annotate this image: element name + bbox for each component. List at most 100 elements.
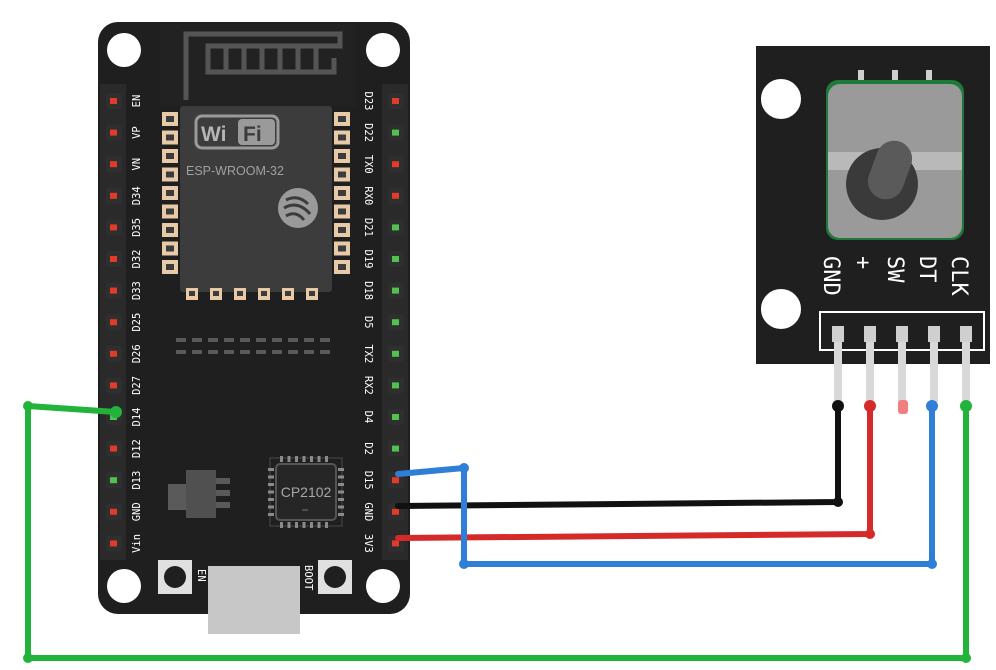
pin-right-d2[interactable]: D2 — [362, 440, 404, 457]
esp32-board: Wi Fi ESP-WROOM-32 CP2102 — [98, 22, 410, 634]
mounting-hole-top-right — [366, 33, 400, 67]
pin-label: GND — [131, 502, 143, 521]
wifi-logo-fi-bg — [238, 119, 275, 145]
pin-right-d5[interactable]: D5 — [362, 314, 404, 331]
pin-label: D4 — [362, 411, 374, 424]
pin-label: D34 — [131, 186, 143, 205]
module-pads — [162, 112, 350, 300]
pin-left-vn[interactable]: VN — [106, 156, 143, 173]
pin-label: D26 — [131, 344, 143, 363]
pin-right-d4[interactable]: D4 — [362, 409, 404, 425]
pin-right-tx2[interactable]: TX2 — [362, 344, 404, 363]
pin-right-rx0[interactable]: RX0 — [362, 186, 404, 205]
pin-label: 3V3 — [362, 534, 374, 553]
pin-label: Vin — [131, 534, 143, 553]
pin-left-d33[interactable]: D33 — [106, 281, 143, 300]
wire-joints — [23, 400, 972, 663]
pin-label: D33 — [131, 281, 143, 300]
encoder-pin-label: DT — [914, 256, 939, 283]
wires — [23, 400, 972, 663]
encoder-mount-hole-top — [759, 77, 803, 121]
boot-button-label: BOOT — [302, 565, 314, 591]
mounting-hole-bottom-left — [107, 569, 141, 603]
pin-label: EN — [131, 95, 143, 108]
boot-button[interactable] — [318, 560, 352, 594]
encoder-pin-vcc[interactable]: + — [850, 256, 876, 402]
pin-label: D19 — [362, 250, 374, 269]
pin-left-d12[interactable]: D12 — [106, 439, 143, 458]
pin-left-vin[interactable]: Vin — [106, 534, 143, 553]
en-button-label: EN — [195, 569, 207, 582]
encoder-pin-label: GND — [818, 256, 843, 296]
encoder-pin-clk[interactable]: CLK — [946, 256, 972, 402]
mounting-hole-top-left — [107, 33, 141, 67]
espressif-logo — [278, 188, 318, 228]
usb-port[interactable] — [208, 566, 300, 634]
pin-label: D12 — [131, 439, 143, 458]
encoder-pin-label: SW — [882, 256, 907, 283]
pin-left-d34[interactable]: D34 — [106, 186, 143, 205]
pin-right-d21[interactable]: D21 — [362, 218, 404, 237]
pin-left-d13[interactable]: D13 — [106, 471, 143, 490]
pin-label: D35 — [131, 218, 143, 237]
module-name-label: ESP-WROOM-32 — [186, 164, 284, 178]
pin-label: D32 — [131, 250, 143, 269]
pin-left-vp[interactable]: VP — [106, 124, 143, 141]
pin-left-d35[interactable]: D35 — [106, 218, 143, 237]
pin-label: D22 — [362, 123, 374, 142]
encoder-pin-label: + — [850, 256, 875, 269]
antenna-trace — [183, 31, 343, 100]
encoder-pin-label: CLK — [946, 256, 971, 296]
pin-right-tx0[interactable]: TX0 — [362, 155, 404, 174]
pin-label: D23 — [362, 92, 374, 111]
encoder-pin-gnd[interactable]: GND — [818, 256, 844, 402]
pin-left-d26[interactable]: D26 — [106, 344, 143, 363]
pin-left-d32[interactable]: D32 — [106, 250, 143, 269]
pin-label: RX0 — [362, 186, 374, 205]
wroom-module: Wi Fi ESP-WROOM-32 — [160, 24, 356, 300]
pin-label: D21 — [362, 218, 374, 237]
pin-label: GND — [362, 502, 374, 521]
encoder-mount-hole-bottom — [759, 287, 803, 331]
pin-right-d18[interactable]: D18 — [362, 281, 404, 300]
rotary-encoder-module: GND + SW DT CLK — [756, 46, 990, 402]
pin-label: D13 — [131, 471, 143, 490]
pin-left-d25[interactable]: D25 — [106, 313, 143, 332]
chip-label: CP2102 — [281, 484, 332, 500]
wire-red-3v3-vcc — [395, 401, 873, 541]
pin-label: RX2 — [362, 376, 374, 395]
pin-label: TX0 — [362, 155, 374, 174]
pin-label: VP — [131, 126, 143, 139]
encoder-pin-sw[interactable]: SW — [882, 256, 908, 402]
chip-pins — [268, 456, 344, 528]
pin-left-gnd[interactable]: GND — [106, 502, 143, 521]
pin-label: D27 — [131, 376, 143, 395]
encoder-shaft[interactable] — [863, 136, 917, 205]
pin-left-d27[interactable]: D27 — [106, 376, 143, 395]
pin-right-d19[interactable]: D19 — [362, 250, 404, 269]
pin-label: D5 — [362, 316, 374, 329]
voltage-regulator — [168, 470, 230, 518]
pin-label: D14 — [131, 408, 143, 427]
pin-left-en[interactable]: EN — [106, 93, 143, 109]
pin-label: D2 — [362, 442, 374, 455]
cp2102-chip: CP2102 — [268, 456, 344, 528]
en-button[interactable] — [158, 560, 192, 594]
encoder-pin-row: GND + SW DT CLK — [818, 256, 972, 402]
pin-right-d22[interactable]: D22 — [362, 123, 404, 142]
module-shield — [180, 106, 332, 292]
pin-right-rx2[interactable]: RX2 — [362, 376, 404, 395]
wifi-logo-fi: Fi — [243, 123, 262, 146]
wifi-logo-box — [194, 114, 280, 150]
pin-label: VN — [131, 158, 143, 171]
wifi-logo-wi: Wi — [201, 123, 226, 146]
pin-right-d23[interactable]: D23 — [362, 92, 404, 111]
mounting-hole-bottom-right — [366, 569, 400, 603]
encoder-pin-dt[interactable]: DT — [914, 256, 940, 402]
pin-label: D15 — [362, 471, 374, 490]
pin-label: D18 — [362, 281, 374, 300]
module-antenna-area — [160, 24, 356, 106]
